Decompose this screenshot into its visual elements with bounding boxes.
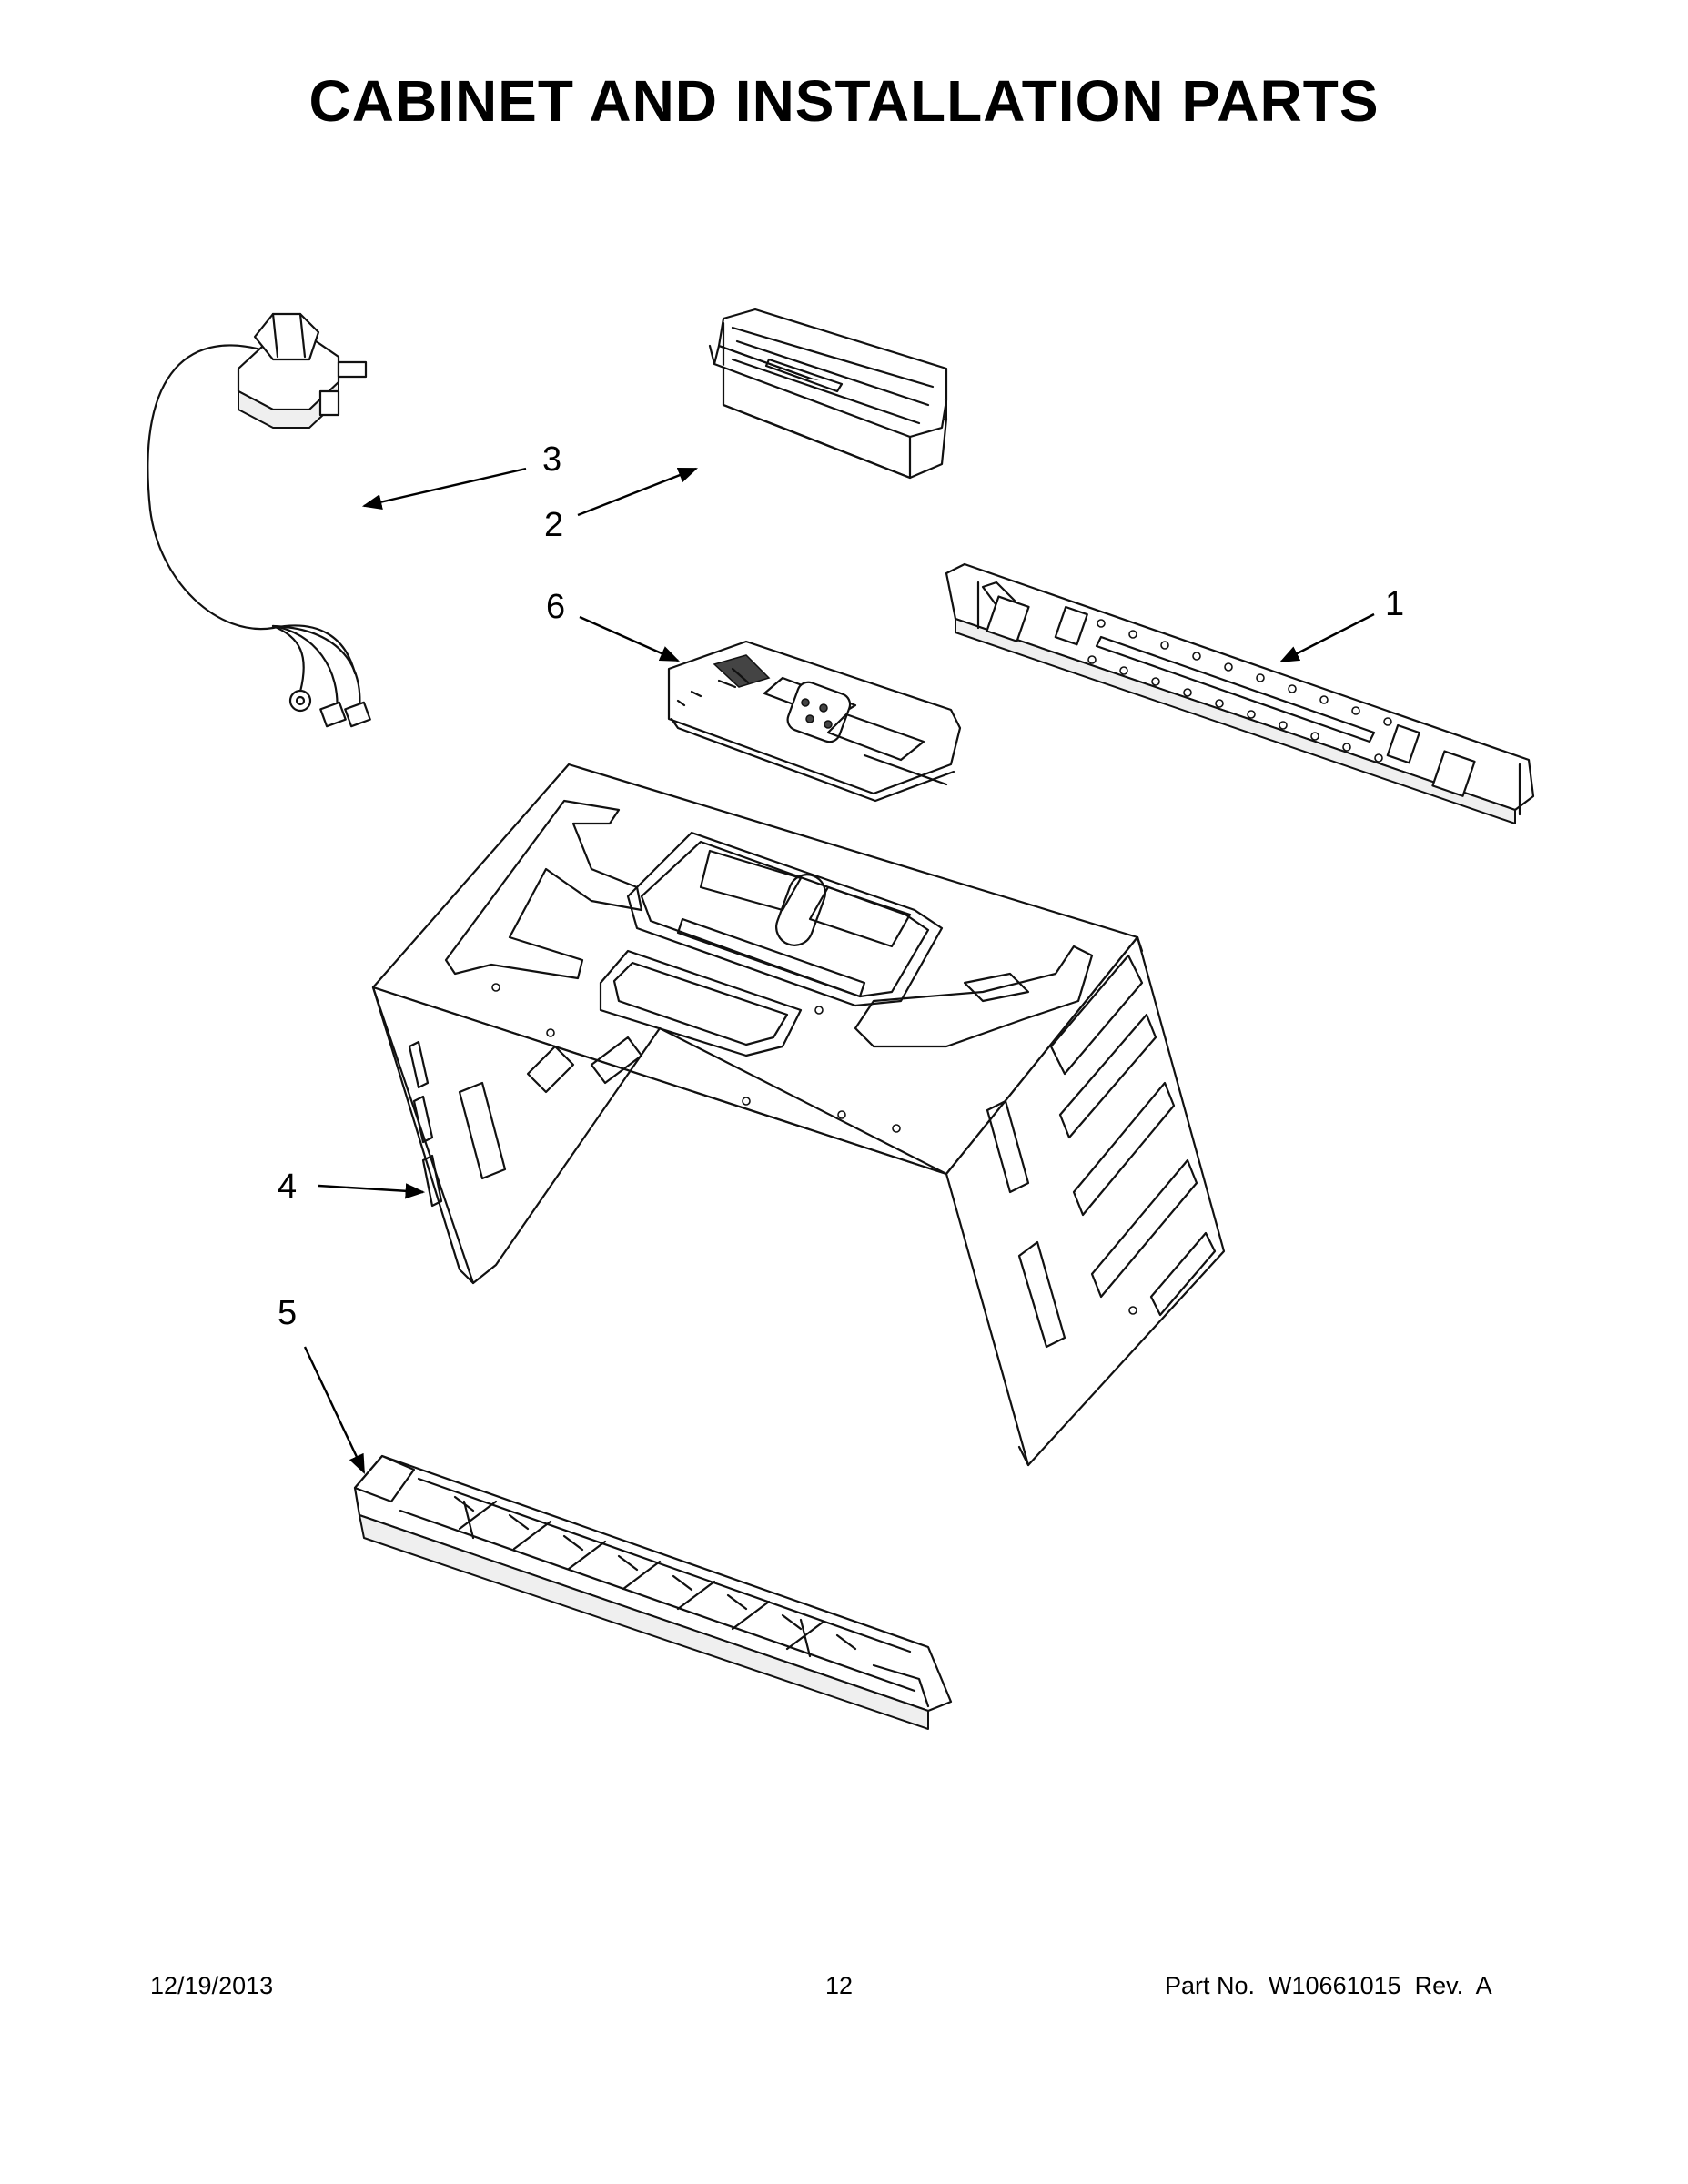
leader-6 xyxy=(579,615,680,662)
callout-6: 6 xyxy=(546,588,566,626)
footer-part-number: Part No. W10661015 Rev. A xyxy=(1165,1972,1492,1999)
callout-1: 1 xyxy=(1385,585,1405,623)
leader-5 xyxy=(303,1346,366,1474)
power-cord-part xyxy=(147,312,371,728)
cabinet-wrapper-part xyxy=(371,763,1226,1467)
footer-page-number: 12 xyxy=(825,1972,854,1999)
leader-1 xyxy=(1279,612,1375,663)
leader-4 xyxy=(318,1183,426,1199)
footer-date: 12/19/2013 xyxy=(150,1972,274,1999)
callout-4: 4 xyxy=(278,1168,298,1206)
top-bracket-plate-part xyxy=(667,640,962,803)
leader-3 xyxy=(361,467,527,511)
page-title: CABINET AND INSTALLATION PARTS xyxy=(308,68,1380,134)
bottom-vent-grille-part xyxy=(353,1454,953,1730)
leader-arrows xyxy=(303,467,1375,1474)
leader-2 xyxy=(577,467,699,517)
mounting-plate-part xyxy=(945,562,1535,824)
callout-3: 3 xyxy=(542,440,562,479)
top-filler-part xyxy=(708,308,948,480)
callout-2: 2 xyxy=(544,506,564,544)
callout-5: 5 xyxy=(278,1294,298,1332)
